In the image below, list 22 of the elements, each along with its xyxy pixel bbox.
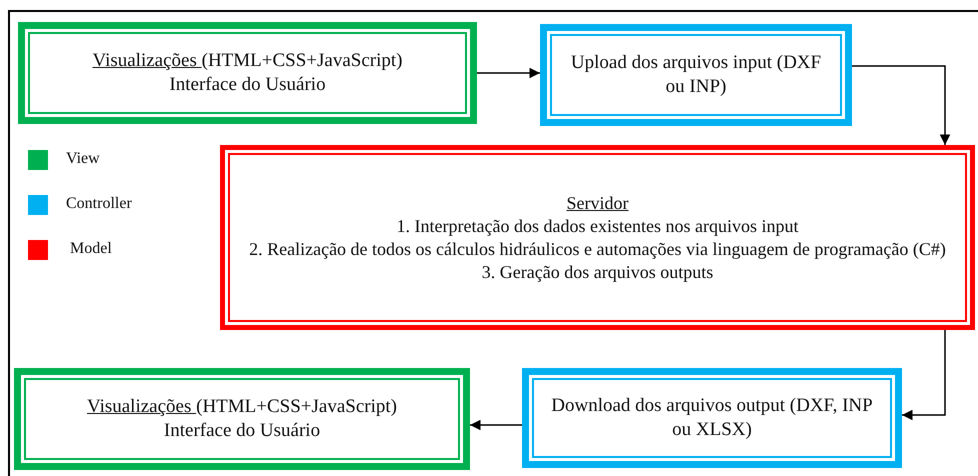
legend-label: Model	[70, 240, 112, 258]
box-text: Download dos arquivos output (DXF, INP ou XLSX)	[550, 394, 874, 442]
process-box	[220, 145, 975, 330]
box-text: Visualizações (HTML+CSS+JavaScript)	[92, 49, 402, 73]
process-box	[540, 24, 852, 126]
box-text: Interface do Usuário	[169, 73, 326, 97]
legend-label: View	[66, 150, 100, 168]
box-text: Interface do Usuário	[164, 419, 320, 443]
box-heading: Servidor	[566, 192, 628, 214]
box-text: 2. Realização de todos os cálculos hidráulicos e automações via linguagem de programação (C#)	[249, 238, 946, 260]
box-text: Upload dos arquivos input (DXF ou INP)	[570, 51, 822, 99]
process-box	[14, 368, 470, 470]
box-text: 1. Interpretação dos dados existentes nos arquivos input	[396, 214, 798, 238]
process-box	[522, 368, 902, 468]
arrow	[470, 420, 522, 430]
legend-label: Controller	[66, 195, 132, 213]
box-text: Visualizações (HTML+CSS+JavaScript)	[87, 395, 397, 419]
process-box	[18, 22, 477, 124]
arrow	[902, 330, 946, 420]
arrow	[852, 65, 950, 145]
arrow	[477, 68, 540, 78]
box-text: 3. Geração dos arquivos outputs	[482, 260, 714, 284]
